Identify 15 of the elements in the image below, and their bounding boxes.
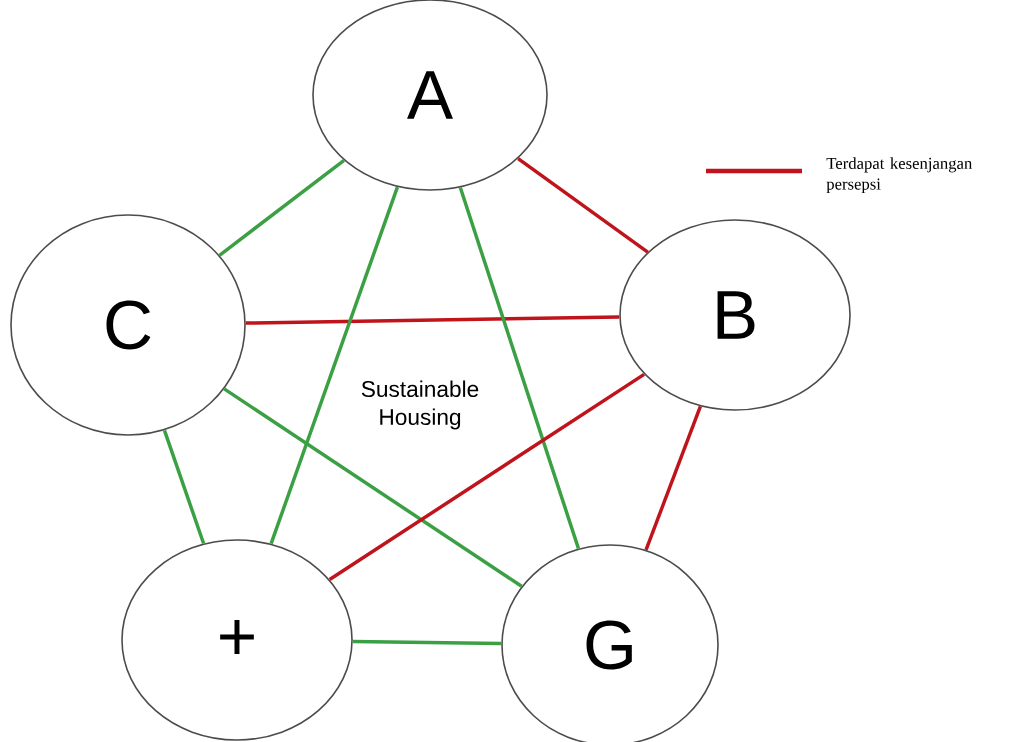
connector-line <box>162 429 206 545</box>
center-label: Sustainable Housing <box>361 380 479 430</box>
legend-text: Terdapat kesenjangan persepsi <box>826 157 972 194</box>
connector-line <box>517 157 649 254</box>
connector-line <box>269 186 400 545</box>
connector-line <box>223 387 523 588</box>
ellipse-node: + <box>121 539 353 741</box>
ellipse-node: B <box>619 219 851 411</box>
connector-line <box>352 639 502 646</box>
connector-line <box>644 405 702 551</box>
connector-line <box>218 159 346 257</box>
connector-line <box>328 372 646 581</box>
connector-line <box>245 315 620 325</box>
ellipse-node: C <box>10 214 246 436</box>
connector-line <box>458 187 581 550</box>
